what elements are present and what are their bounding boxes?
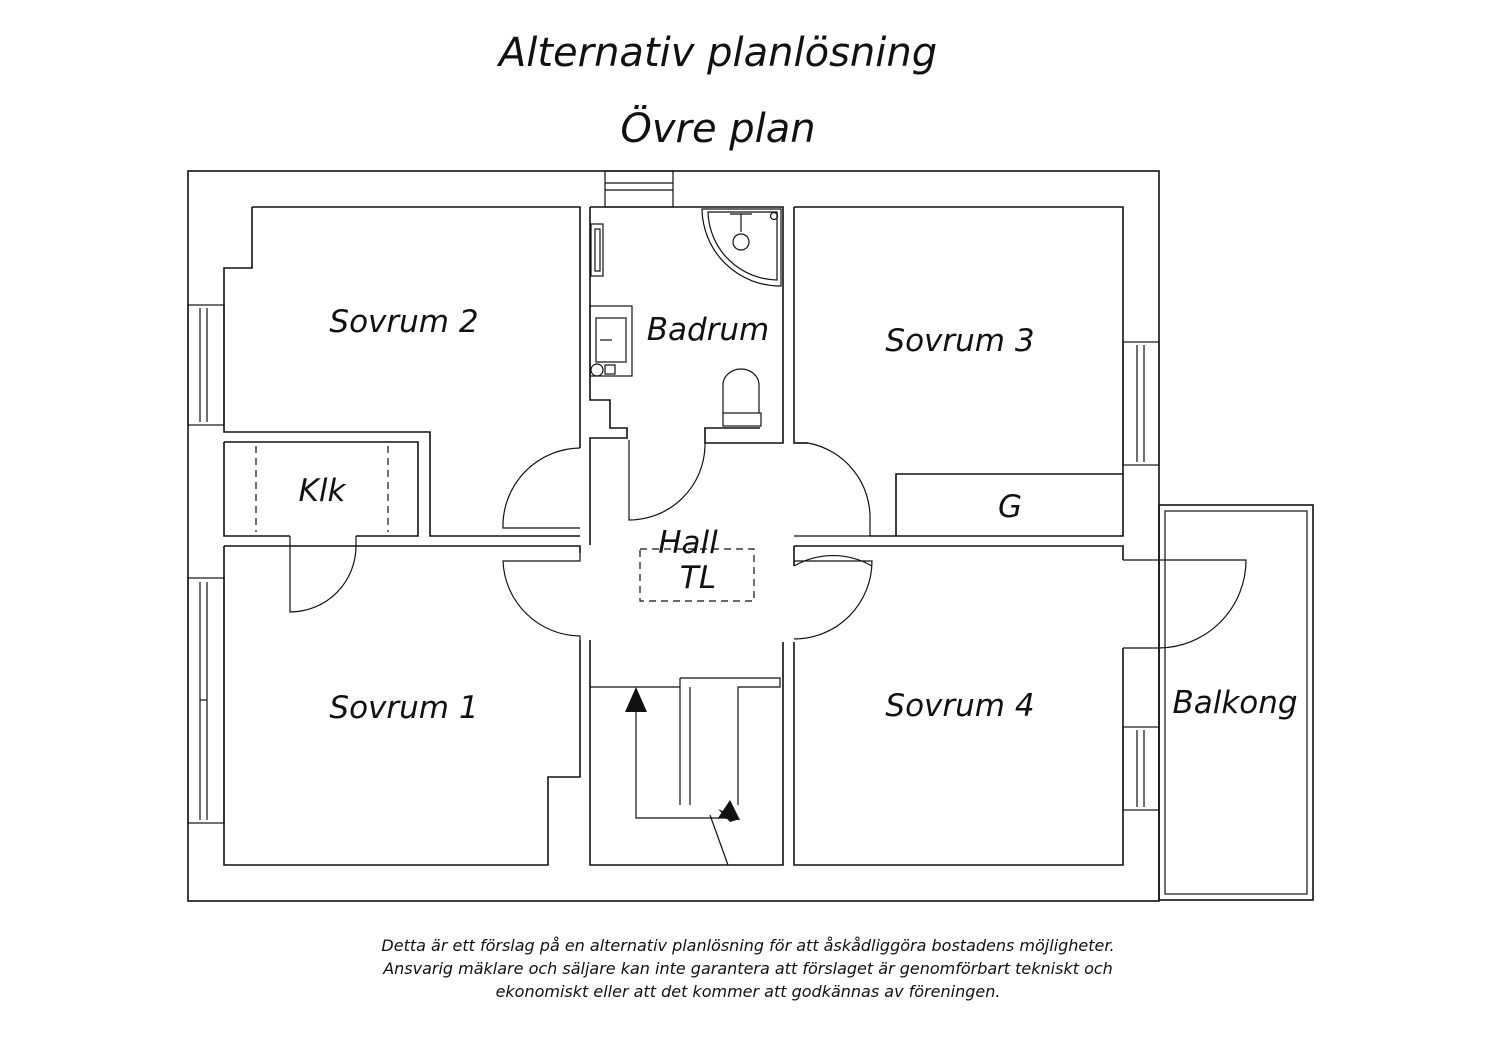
- window-sovrum-1: [187, 577, 225, 824]
- sovrum-4-door: [793, 560, 873, 640]
- sovrum-1-door: [502, 553, 581, 640]
- shower-icon: [701, 208, 782, 287]
- radiator-icon: [590, 223, 604, 277]
- disclaimer-line-3: ekonomiskt eller att det kommer att godk…: [495, 982, 1001, 1001]
- sovrum-4-door-stub: [793, 554, 873, 567]
- stair-direction-arrow: [625, 687, 740, 822]
- plan-subtitle: Övre plan: [620, 106, 816, 152]
- disclaimer-line-2: Ansvarig mäklare och säljare kan inte ga…: [383, 959, 1113, 978]
- toilet-icon: [722, 368, 762, 427]
- sink-icon: [589, 305, 633, 377]
- sovrum-3-walls: [793, 206, 1124, 537]
- balkong-door: [1123, 559, 1247, 649]
- badrum-walls: [589, 206, 784, 545]
- room-label-sovrum-4: Sovrum 4: [885, 688, 1034, 724]
- room-label-balkong: Balkong: [1172, 685, 1297, 721]
- disclaimer: Detta är ett förslag på en alternativ pl…: [0, 934, 1496, 1003]
- window-sovrum-4: [1122, 726, 1160, 811]
- room-label-tl: TL: [680, 560, 716, 596]
- sovrum-4-walls: [793, 545, 1124, 866]
- balcony-inner-outline: [1164, 510, 1308, 895]
- room-label-g: G: [998, 489, 1022, 525]
- room-label-klk: Klk: [299, 473, 347, 509]
- klk-door: [289, 536, 357, 613]
- room-label-badrum: Badrum: [647, 312, 770, 348]
- room-label-sovrum-3: Sovrum 3: [885, 323, 1034, 359]
- room-label-sovrum-1: Sovrum 1: [329, 690, 478, 726]
- sovrum-1-walls: [223, 545, 581, 866]
- disclaimer-line-1: Detta är ett förslag på en alternativ pl…: [381, 936, 1115, 955]
- window-sovrum-2: [187, 304, 225, 426]
- badrum-door: [628, 440, 706, 521]
- top-window: [604, 170, 674, 208]
- closet-klk: [223, 441, 419, 537]
- balcony-outline: [1158, 504, 1314, 901]
- window-sovrum-3: [1122, 341, 1160, 466]
- stairwell: [589, 640, 784, 866]
- tl-dashed-box: [639, 548, 755, 602]
- room-label-hall: Hall: [658, 525, 718, 561]
- room-label-sovrum-2: Sovrum 2: [329, 304, 478, 340]
- sovrum-2-walls: [223, 206, 581, 537]
- plan-title: Alternativ planlösning: [498, 30, 938, 76]
- sovrum-3-door: [794, 442, 871, 537]
- sovrum-2-door: [502, 447, 581, 529]
